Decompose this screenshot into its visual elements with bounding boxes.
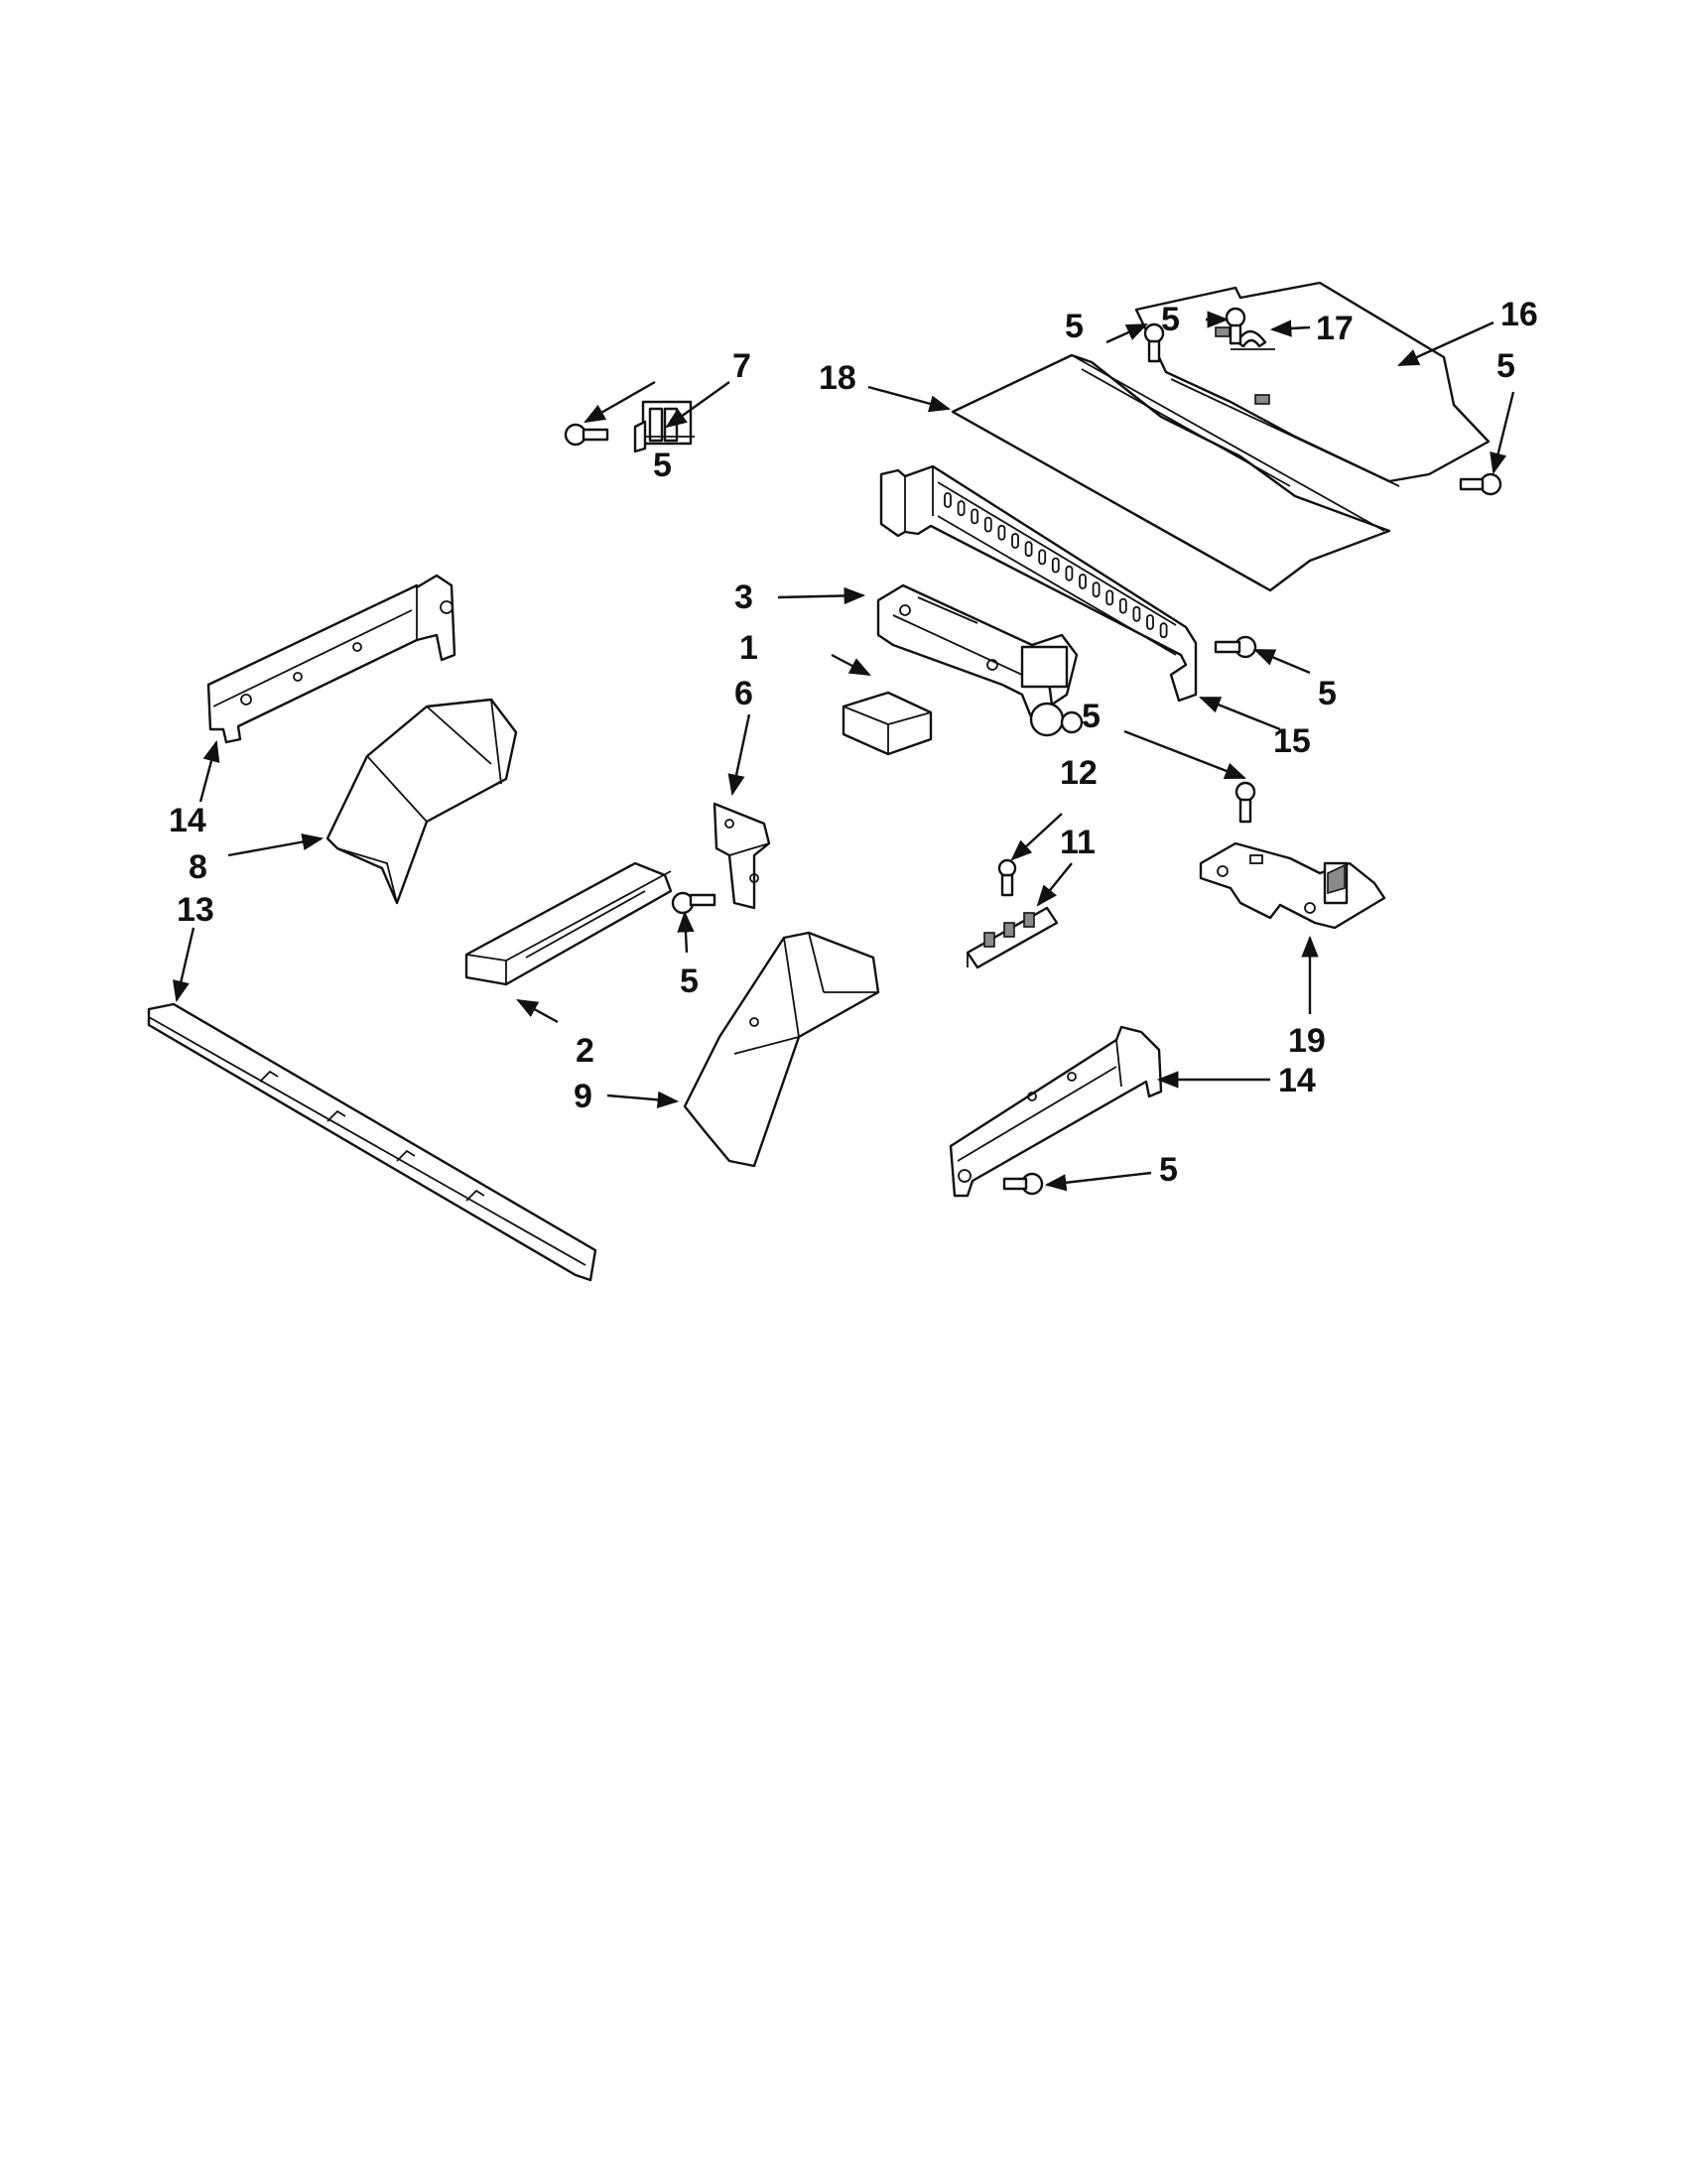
leader-5-transformer [584,380,656,424]
callout-14-left: 14 [169,802,206,839]
leader-12 [1010,813,1063,861]
callout-2: 2 [576,1032,594,1070]
part-13-trim-strip [147,1002,597,1282]
channel-slot [1065,565,1074,581]
leader-15 [1198,696,1281,731]
screw-5-side-right [1002,1172,1044,1196]
leader-5-channel [1253,648,1311,675]
part-15-channel-bracket [879,464,1198,703]
part-9-duct-tray [683,931,880,1168]
callout-8: 8 [189,848,207,886]
callout-19: 19 [1288,1022,1326,1060]
channel-slot [957,500,966,517]
screw-5-top-clamp [1225,307,1246,345]
leader-7 [665,381,730,429]
part-18-shield-plate [951,353,1391,592]
channel-slot [1092,581,1101,598]
leader-5-igniter [1123,729,1247,780]
callout-13: 13 [177,891,214,929]
callout-5-top-center: 5 [1065,308,1084,345]
part-14-side-bracket-left [206,574,456,744]
part-19-igniter-bracket [1199,841,1386,930]
callout-labels: 1 2 3 5 5 5 5 5 5 5 5 6 7 8 9 11 12 13 1… [169,296,1538,1189]
part-8-duct-hood [325,698,518,905]
channel-slot [1146,614,1154,630]
leader-5-top-center [1105,322,1148,344]
leader-9 [606,1091,680,1108]
screw-5-igniter [1234,781,1256,824]
channel-slot [944,492,952,508]
callout-15: 15 [1273,722,1311,760]
screw-5-bracket-6 [671,891,716,915]
leader-5-bracket-6 [677,910,695,954]
part-12-screw [997,858,1017,897]
leader-3 [777,586,866,605]
part-2-rail [464,861,673,986]
channel-slot [971,508,979,525]
callout-9: 9 [574,1078,592,1115]
channel-slot [1159,622,1168,639]
callout-16: 16 [1500,296,1538,333]
screw-5-channel [1214,635,1257,659]
callout-3: 3 [734,578,753,616]
leader-13 [172,927,195,1003]
callout-5-side-right: 5 [1159,1151,1178,1189]
channel-slot [1132,605,1141,622]
channel-slot [1038,549,1047,566]
part-14-side-bracket-right [949,1025,1163,1198]
part-3-gas-valve [876,583,1084,737]
part-17-clamp [1231,329,1275,350]
channel-slot [997,524,1006,541]
callout-6: 6 [734,675,753,712]
screw-5-top-center [1143,322,1165,363]
callout-14-right: 14 [1278,1062,1316,1099]
leader-6 [727,713,751,797]
callout-18: 18 [819,359,856,397]
channel-slot [1051,557,1060,574]
channel-slot [1105,589,1114,606]
channel-slot [1118,597,1127,614]
leader-16 [1397,321,1494,367]
part-7-transformer [633,400,695,453]
callout-11: 11 [1060,824,1096,861]
part-1-terminal-block [842,691,933,756]
channel-slot [983,516,992,533]
callout-5-top-clamp: 5 [1161,301,1180,338]
leader-14-left [198,739,220,803]
leader-8 [227,833,325,857]
channel-slot [1024,541,1033,558]
callout-5-transformer: 5 [653,447,672,484]
leader-17 [1269,320,1311,337]
leader-2 [516,998,559,1024]
part-16-cover-plate [1134,281,1491,487]
part-5-screws [564,307,1502,1196]
screw-5-cover-right [1459,472,1502,496]
callout-7: 7 [732,347,751,385]
callout-1: 1 [739,629,758,667]
leader-lines [172,311,1515,1192]
leader-11 [1036,862,1073,907]
channel-slot [1079,574,1087,589]
callout-17: 17 [1316,310,1354,347]
callout-12: 12 [1060,754,1098,792]
callout-5-cover-right: 5 [1496,347,1515,385]
callout-5-channel: 5 [1318,675,1337,712]
callout-5-bracket-6: 5 [680,963,699,1000]
leader-1 [831,653,871,677]
leader-5-cover-right [1490,391,1515,475]
part-11-wire-clip [966,906,1059,969]
channel-slot [1011,533,1019,549]
leader-18 [867,385,952,413]
part-6-small-bracket [713,802,771,910]
part-15-slots [944,492,1168,639]
leader-5-side-right [1044,1171,1152,1192]
callout-5-igniter: 5 [1082,698,1101,735]
screw-5-transformer [564,423,609,447]
